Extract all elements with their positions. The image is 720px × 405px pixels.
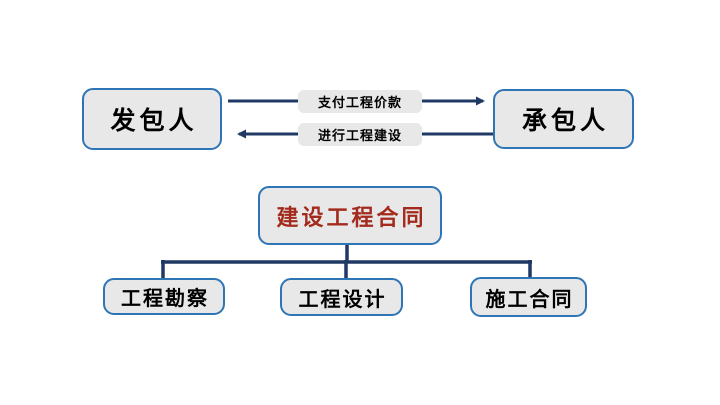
arrow-pay-label: 支付工程价款 [298, 90, 422, 113]
contractor-box: 承包人 [493, 89, 634, 149]
design-contract-box: 工程设计 [280, 278, 403, 316]
survey-contract-box: 工程勘察 [103, 278, 225, 315]
employer-box: 发包人 [82, 88, 222, 150]
arrow-build-label: 进行工程建设 [298, 123, 422, 146]
construction-work-box: 施工合同 [470, 277, 587, 317]
construction-contract-box: 建设工程合同 [258, 186, 442, 245]
